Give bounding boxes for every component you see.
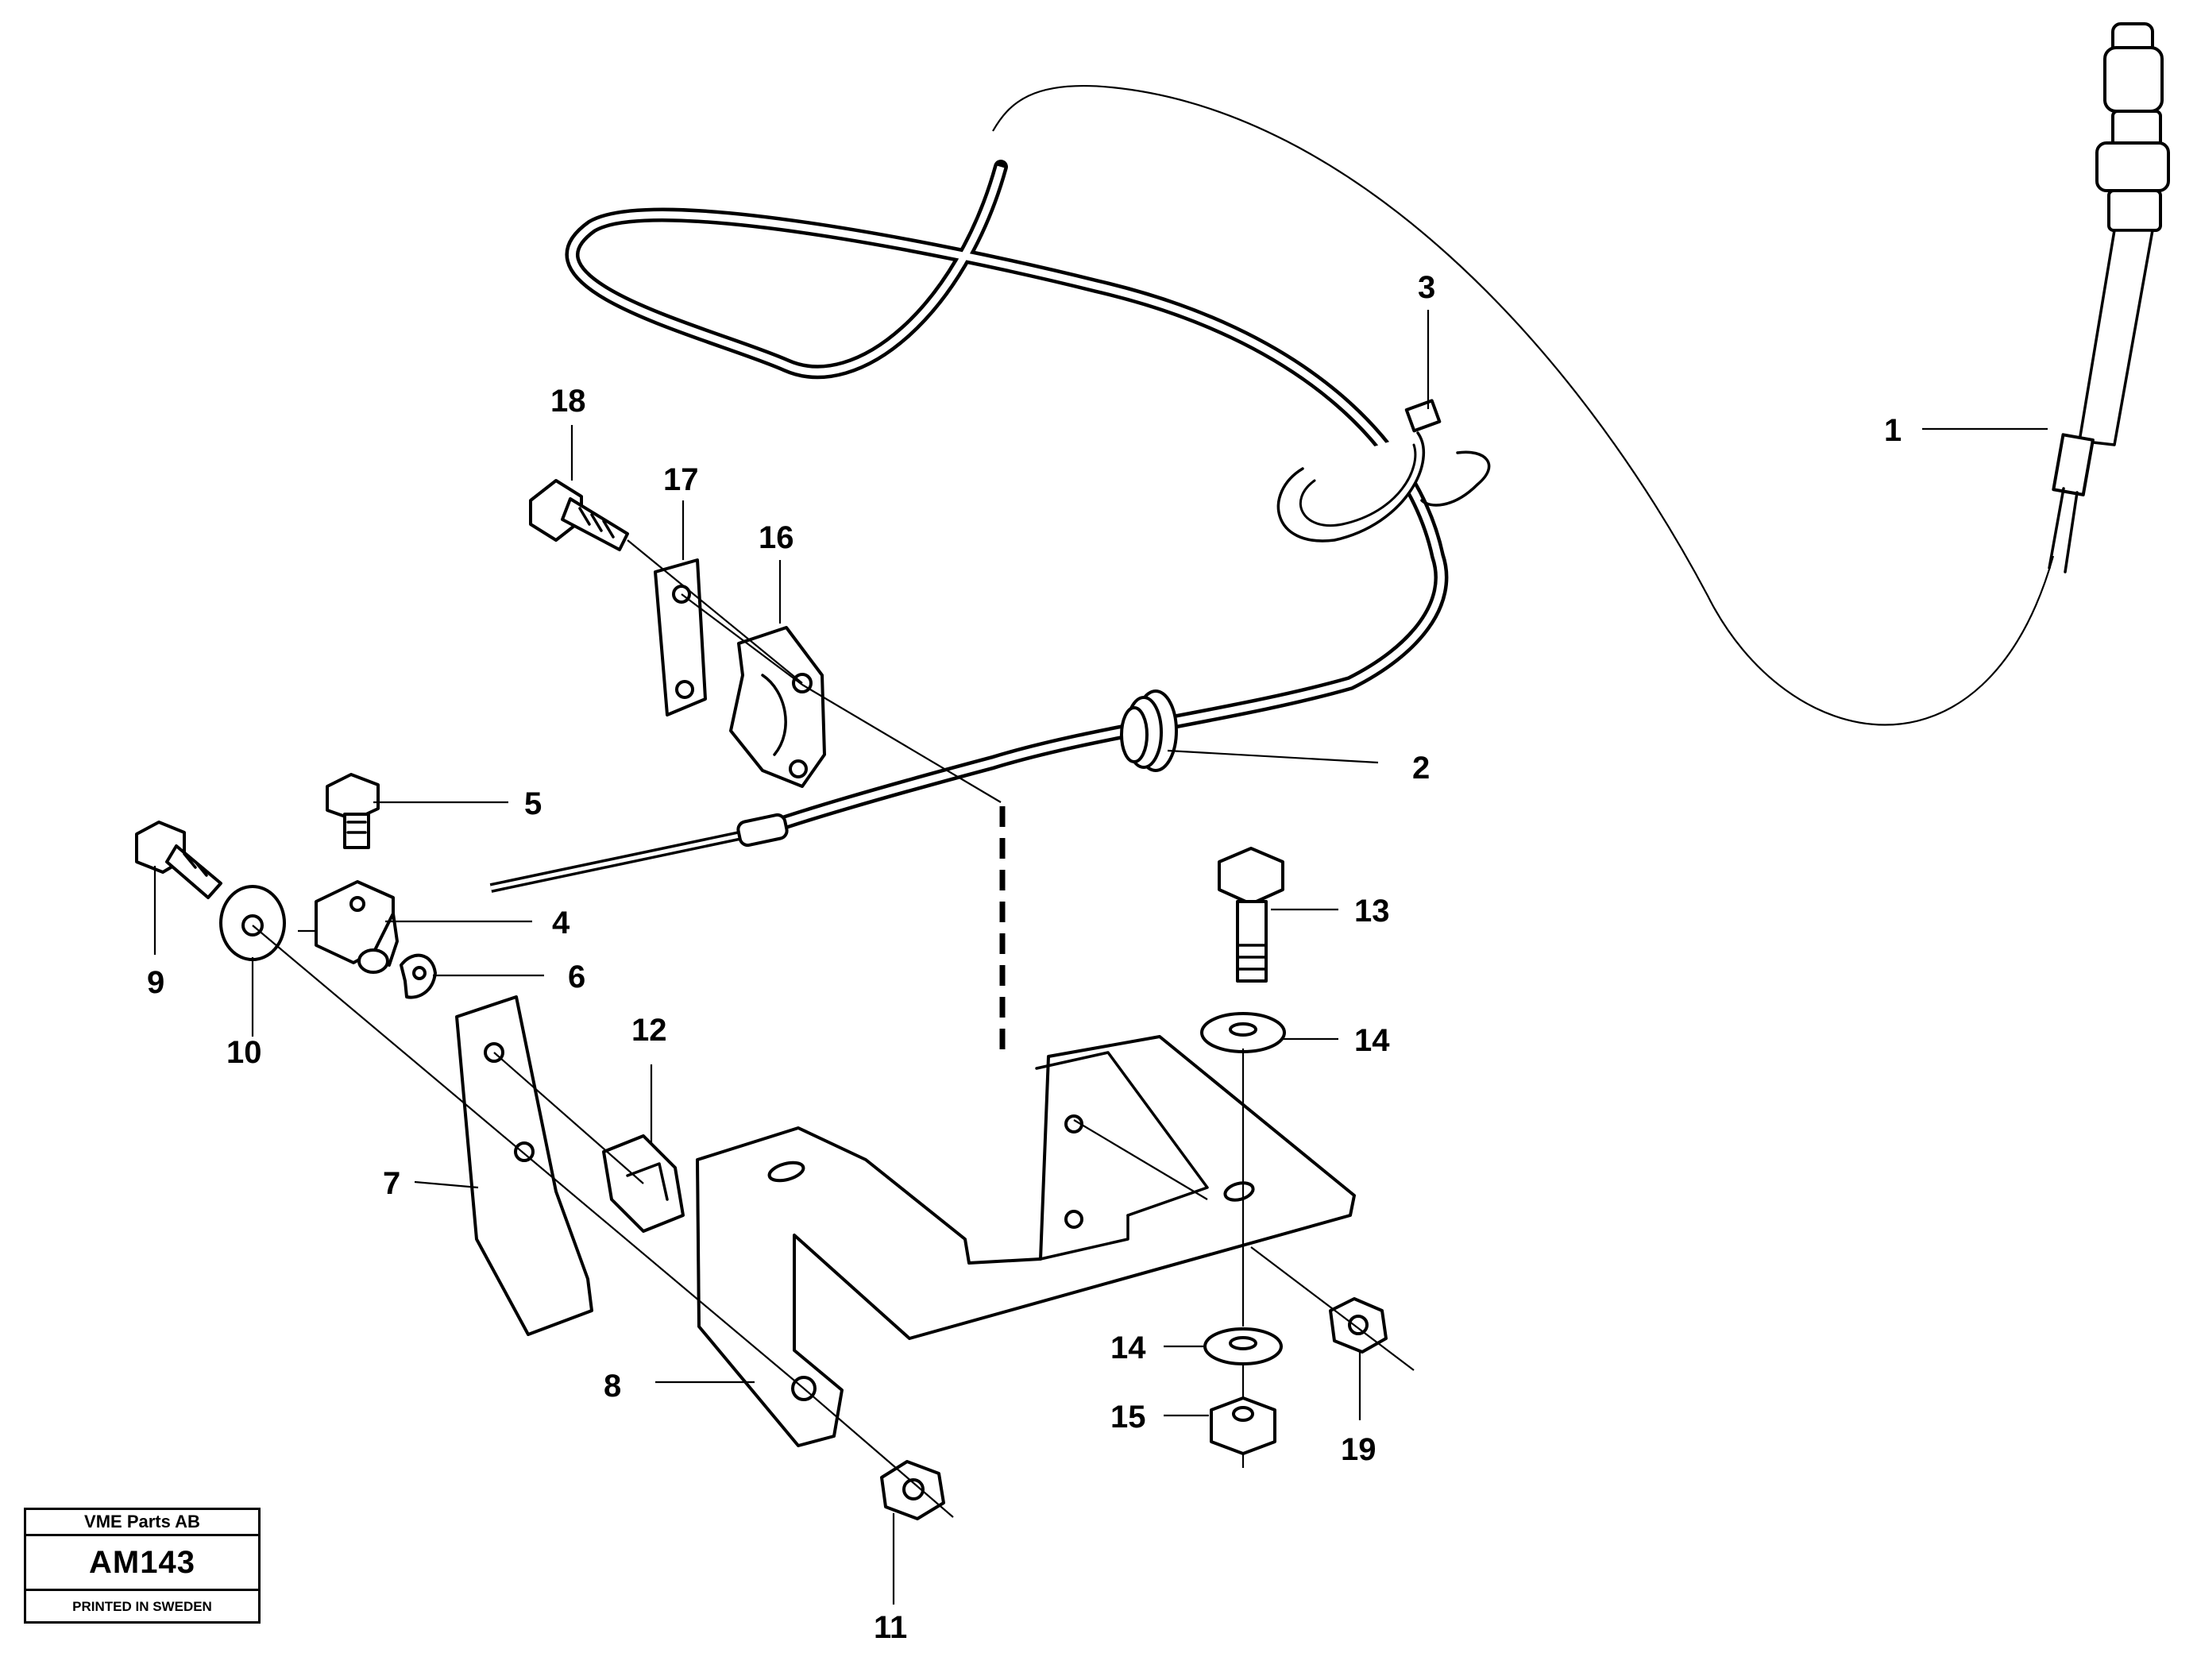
grommet [1120,689,1178,772]
nut-15 [1210,1396,1276,1455]
company-name: VME Parts AB [26,1510,258,1536]
bolt-13 [1218,847,1284,983]
bolt-9 [135,821,222,899]
callout-8: 8 [604,1369,621,1404]
callout-9: 9 [147,965,164,1000]
callout-4: 4 [552,906,570,940]
clip-6 [400,953,437,999]
cable-sheath-inner [569,165,1445,834]
cable-tail [1420,450,1491,507]
callout-2: 2 [1412,751,1430,786]
nut-11 [880,1460,945,1520]
callout-11: 11 [874,1610,907,1645]
callout-14b: 14 [1110,1330,1146,1365]
callout-19: 19 [1341,1432,1377,1467]
callout-7: 7 [383,1166,400,1201]
bolt-18 [529,479,629,551]
cable-clamp-16 [729,626,826,788]
bracket-8 [696,1035,1356,1447]
callout-17: 17 [663,462,699,497]
swivel-block-4 [298,880,399,974]
lever-7 [455,995,593,1336]
callout-1: 1 [1884,413,1902,448]
callout-14a: 14 [1354,1023,1390,1058]
washer-14-top [1200,1012,1286,1053]
drawing-code: AM143 [26,1536,258,1591]
throttle-control [2048,22,2170,574]
callout-13: 13 [1354,894,1390,929]
callout-10: 10 [226,1035,262,1070]
cable-tie [1276,399,1442,543]
washer-14-bottom [1203,1327,1283,1365]
callout-6: 6 [568,960,585,994]
callout-18: 18 [550,384,586,419]
callout-15: 15 [1110,1400,1146,1435]
wire-ferrule [736,813,789,848]
clamp-plate-17 [654,558,707,716]
callout-16: 16 [759,520,794,555]
callout-3: 3 [1418,270,1435,305]
assembly-lines [252,539,1415,1518]
printed-note: PRINTED IN SWEDEN [72,1599,212,1614]
bolt-5 [326,773,380,849]
callout-labels: 1 2 3 4 5 6 7 8 9 10 11 12 13 14 14 15 1… [147,270,1902,1645]
callout-5: 5 [524,786,542,821]
title-block: VME Parts AB AM143 PRINTED IN SWEDEN [24,1508,261,1624]
washer-10 [219,885,286,961]
cable-loop [992,84,2055,726]
inner-wire-inner [490,830,755,890]
callout-leaders [153,310,2048,1605]
callout-12: 12 [631,1013,667,1048]
